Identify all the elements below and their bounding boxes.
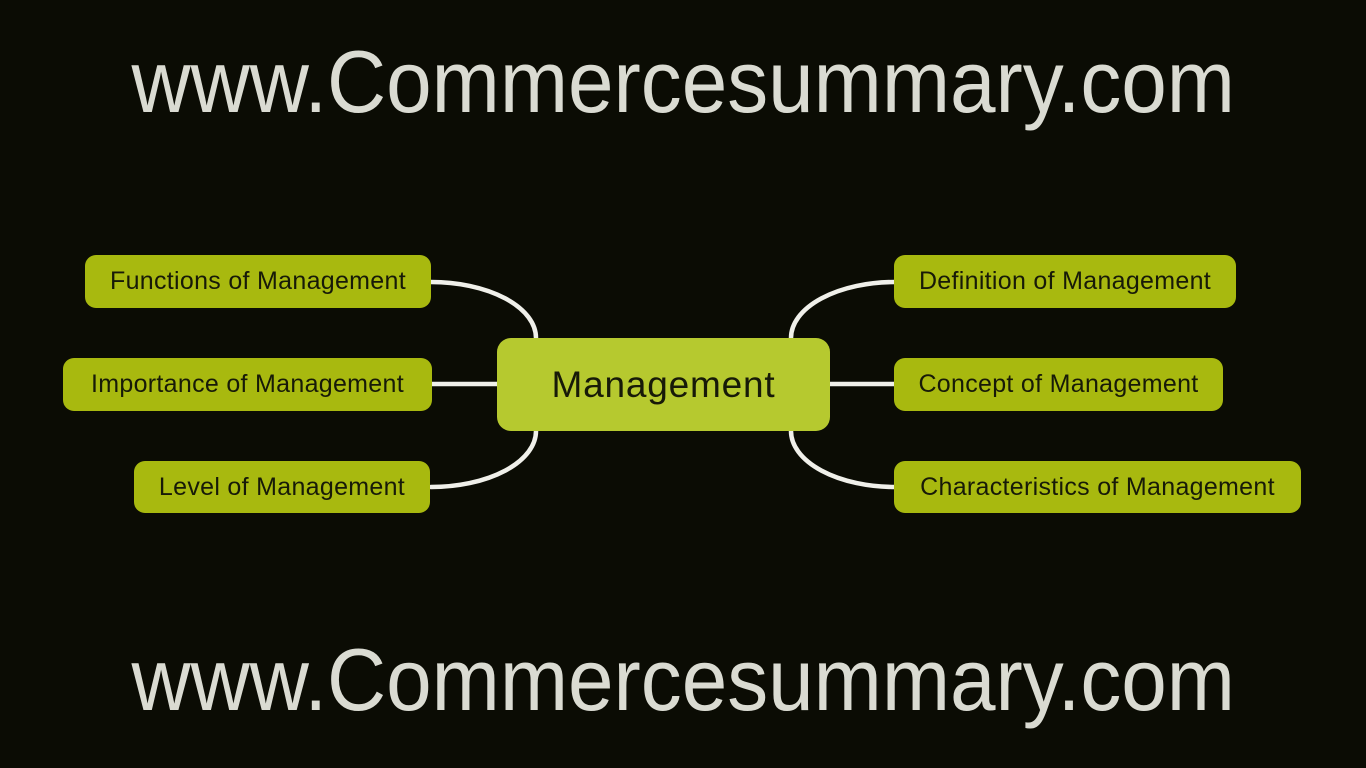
node-management-label: Management: [551, 363, 776, 405]
node-concept-label: Concept of Management: [918, 370, 1199, 398]
connector-level: [428, 428, 539, 490]
node-functions-of-management: Functions of Management: [85, 255, 431, 308]
watermark-bottom: www.Commercesummary.com: [0, 636, 1366, 724]
node-characteristics-label: Characteristics of Management: [920, 472, 1275, 501]
node-definition-of-management: Definition of Management: [894, 255, 1236, 308]
node-importance-label: Importance of Management: [91, 370, 404, 398]
node-level-label: Level of Management: [158, 472, 406, 501]
connector-definition: [788, 279, 898, 341]
node-management-center: Management: [497, 338, 830, 431]
node-characteristics-of-management: Characteristics of Management: [894, 461, 1301, 513]
node-concept-of-management: Concept of Management: [894, 358, 1223, 411]
connector-functions: [428, 279, 539, 341]
node-level-of-management: Level of Management: [134, 461, 430, 513]
watermark-top-text: www.Commercesummary.com: [131, 32, 1235, 131]
node-definition-label: Definition of Management: [918, 267, 1212, 295]
node-importance-of-management: Importance of Management: [63, 358, 432, 411]
watermark-bottom-text: www.Commercesummary.com: [131, 630, 1235, 729]
node-functions-label: Functions of Management: [110, 267, 406, 295]
connector-characteristics: [788, 428, 898, 490]
watermark-top: www.Commercesummary.com: [0, 38, 1366, 126]
